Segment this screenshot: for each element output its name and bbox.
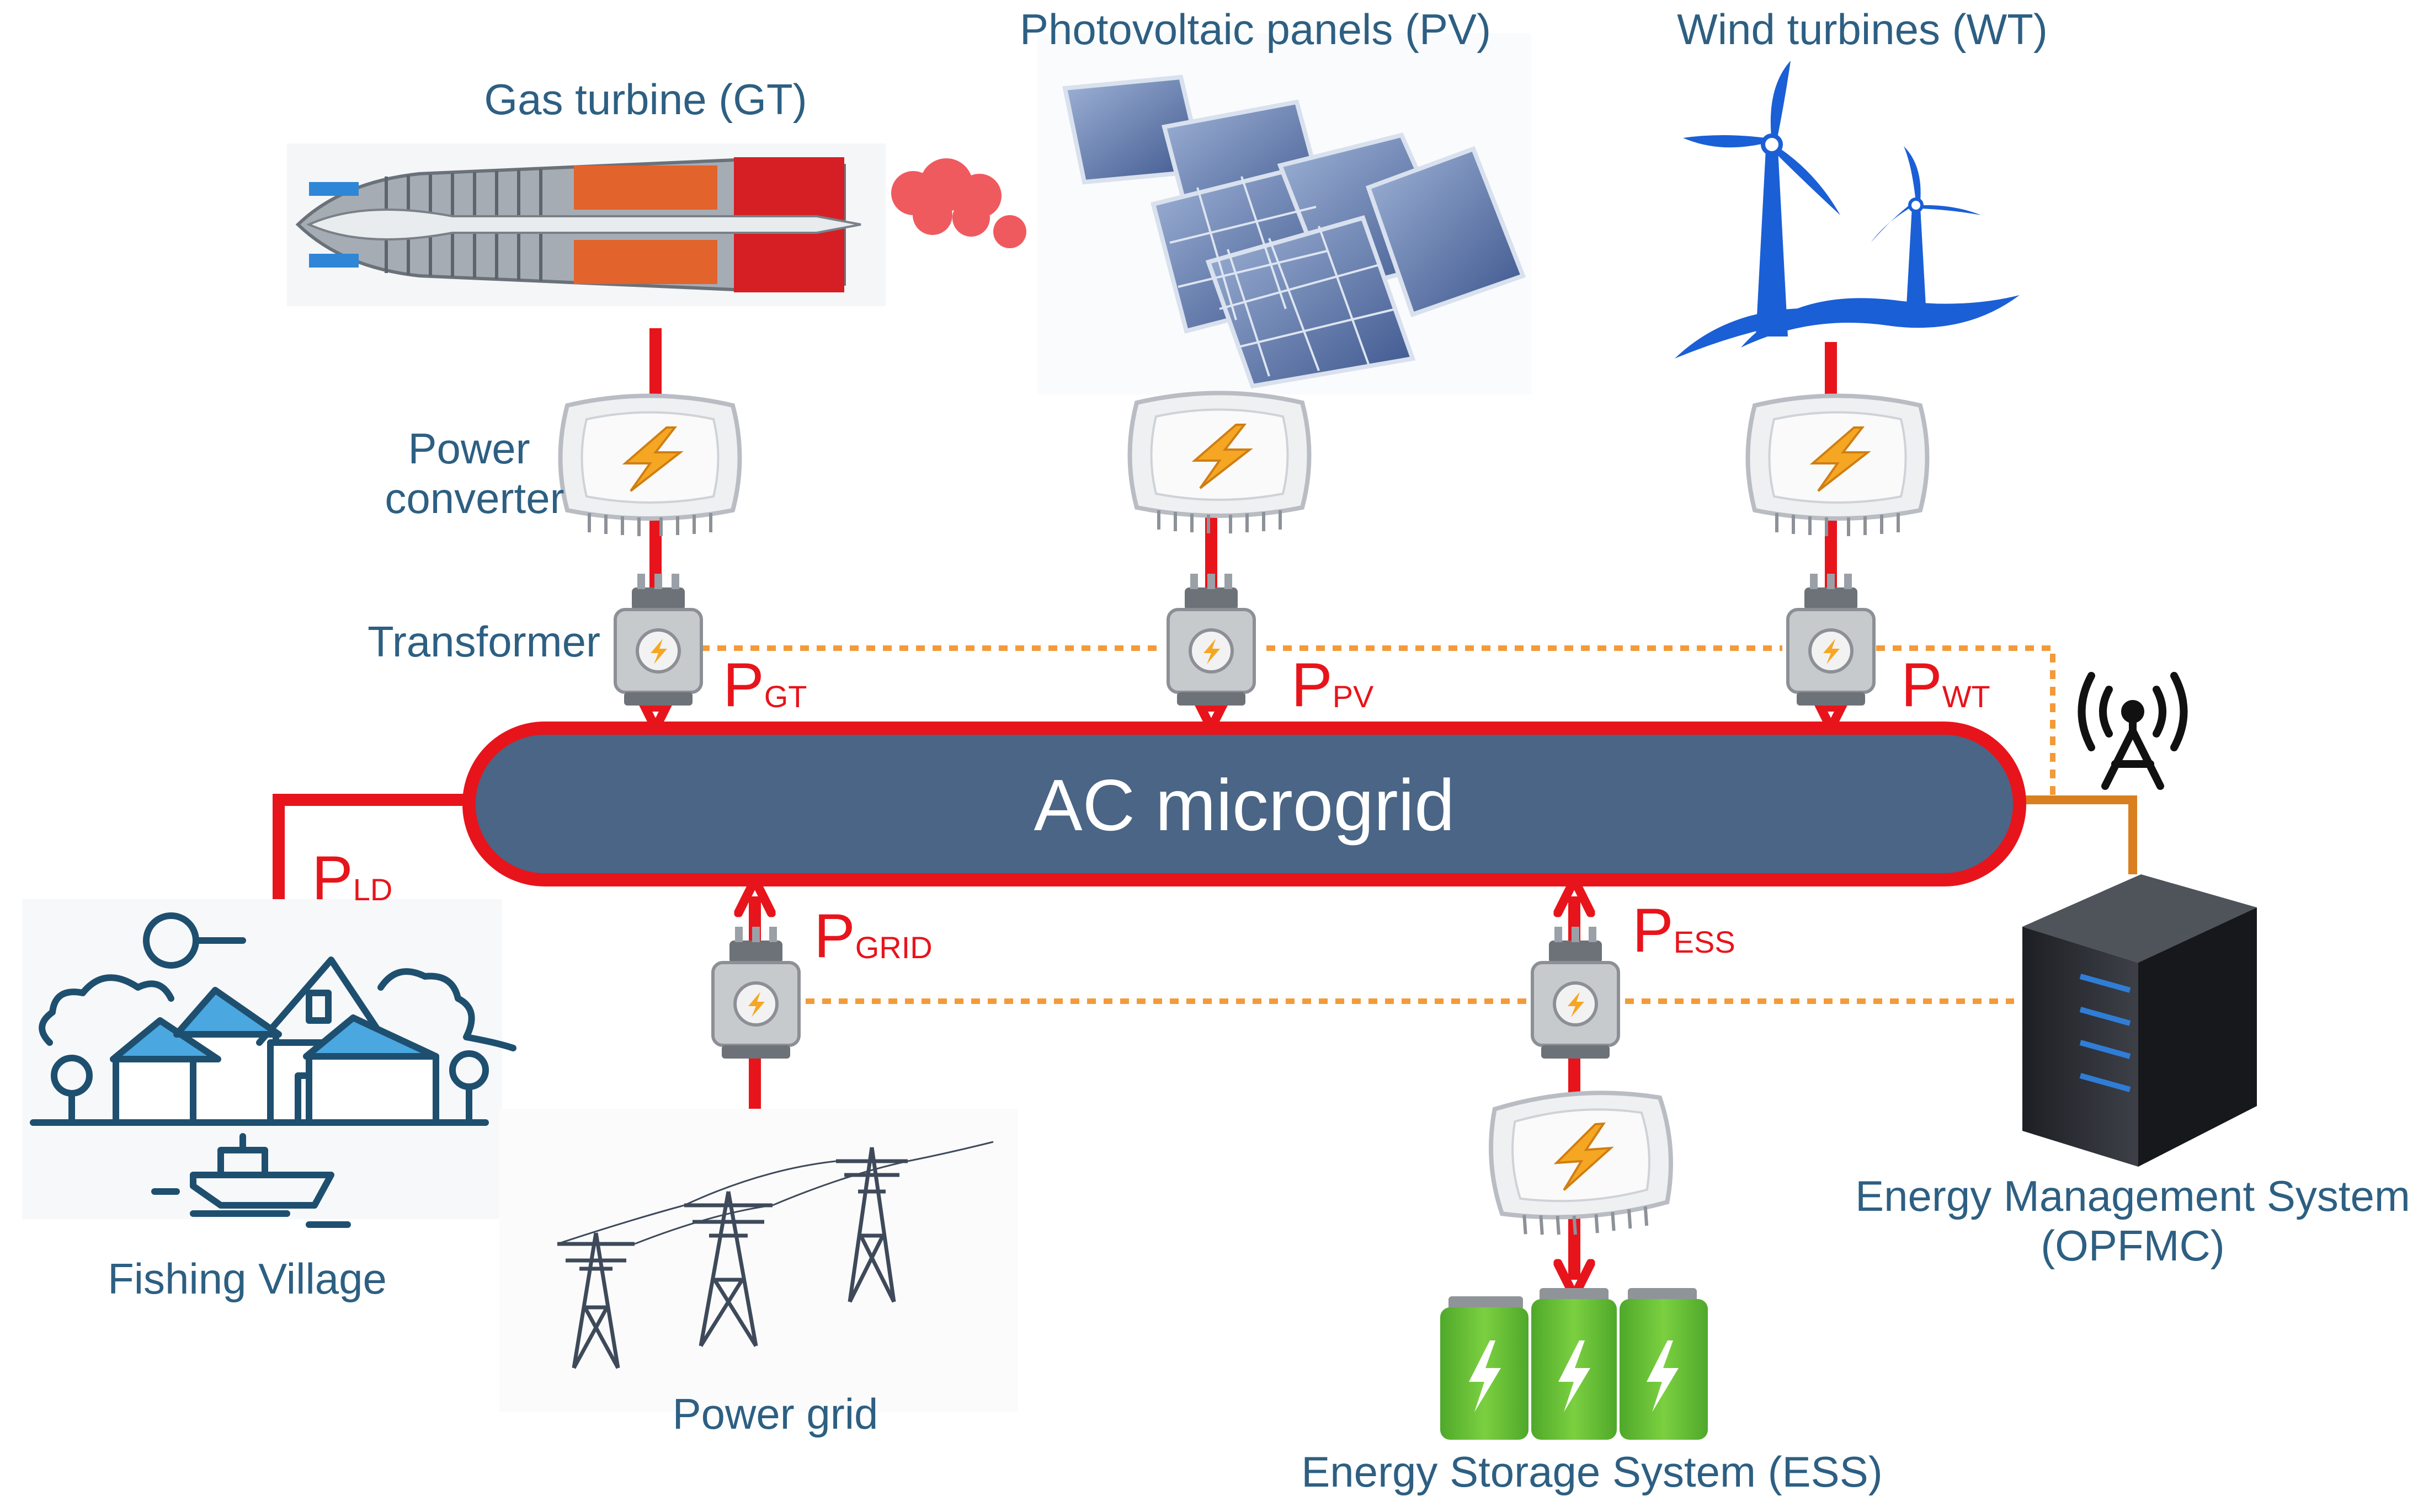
p-ld-label: PLD xyxy=(312,843,392,912)
power-converter-ess xyxy=(1487,1087,1676,1240)
ems-server-icon xyxy=(2022,874,2257,1167)
gas-turbine-label: Gas turbine (GT) xyxy=(484,75,807,124)
pv-panels-icon xyxy=(1037,33,1531,394)
power-converter-label-line2: converter xyxy=(385,474,564,522)
antenna-icon xyxy=(2078,672,2188,790)
ems-bus-link xyxy=(2022,795,2137,874)
p-gt-label: PGT xyxy=(723,650,807,719)
power-converter-gt xyxy=(561,396,740,537)
ems-label-line1: Energy Management System xyxy=(1855,1172,2410,1220)
transformer-wt xyxy=(1788,574,1874,706)
fishing-village-icon xyxy=(22,899,516,1228)
communication-lines xyxy=(701,645,2055,1004)
gas-turbine-icon xyxy=(287,143,1026,306)
ess-label: Energy Storage System (ESS) xyxy=(1301,1447,1882,1496)
power-converter-pv xyxy=(1130,393,1309,534)
transformer-ess xyxy=(1532,927,1618,1059)
transformer-grid xyxy=(713,927,799,1059)
power-converter-label-line1: Power xyxy=(408,424,530,473)
power-grid-icon xyxy=(499,1109,1018,1412)
wind-turbines-icon xyxy=(1675,61,2020,359)
power-converter-wt xyxy=(1748,396,1927,537)
p-ess-label: PESS xyxy=(1632,896,1735,965)
fishing-village-label: Fishing Village xyxy=(108,1254,387,1303)
wind-label: Wind turbines (WT) xyxy=(1677,5,2048,54)
bus-label: AC microgrid xyxy=(1034,765,1455,846)
transformer-pv xyxy=(1168,574,1254,706)
ac-microgrid-bus: AC microgrid xyxy=(462,722,2026,886)
p-grid-label: PGRID xyxy=(814,901,933,970)
power-grid-label: Power grid xyxy=(673,1390,878,1438)
pv-label: Photovoltaic panels (PV) xyxy=(1020,5,1491,54)
transformer-label: Transformer xyxy=(368,617,600,666)
p-pv-label: PPV xyxy=(1291,650,1374,719)
transformer-gt xyxy=(615,574,701,706)
p-wt-label: PWT xyxy=(1901,650,1990,719)
battery-icon xyxy=(1440,1288,1708,1440)
ems-label-line2: (OPFMC) xyxy=(2041,1221,2225,1270)
